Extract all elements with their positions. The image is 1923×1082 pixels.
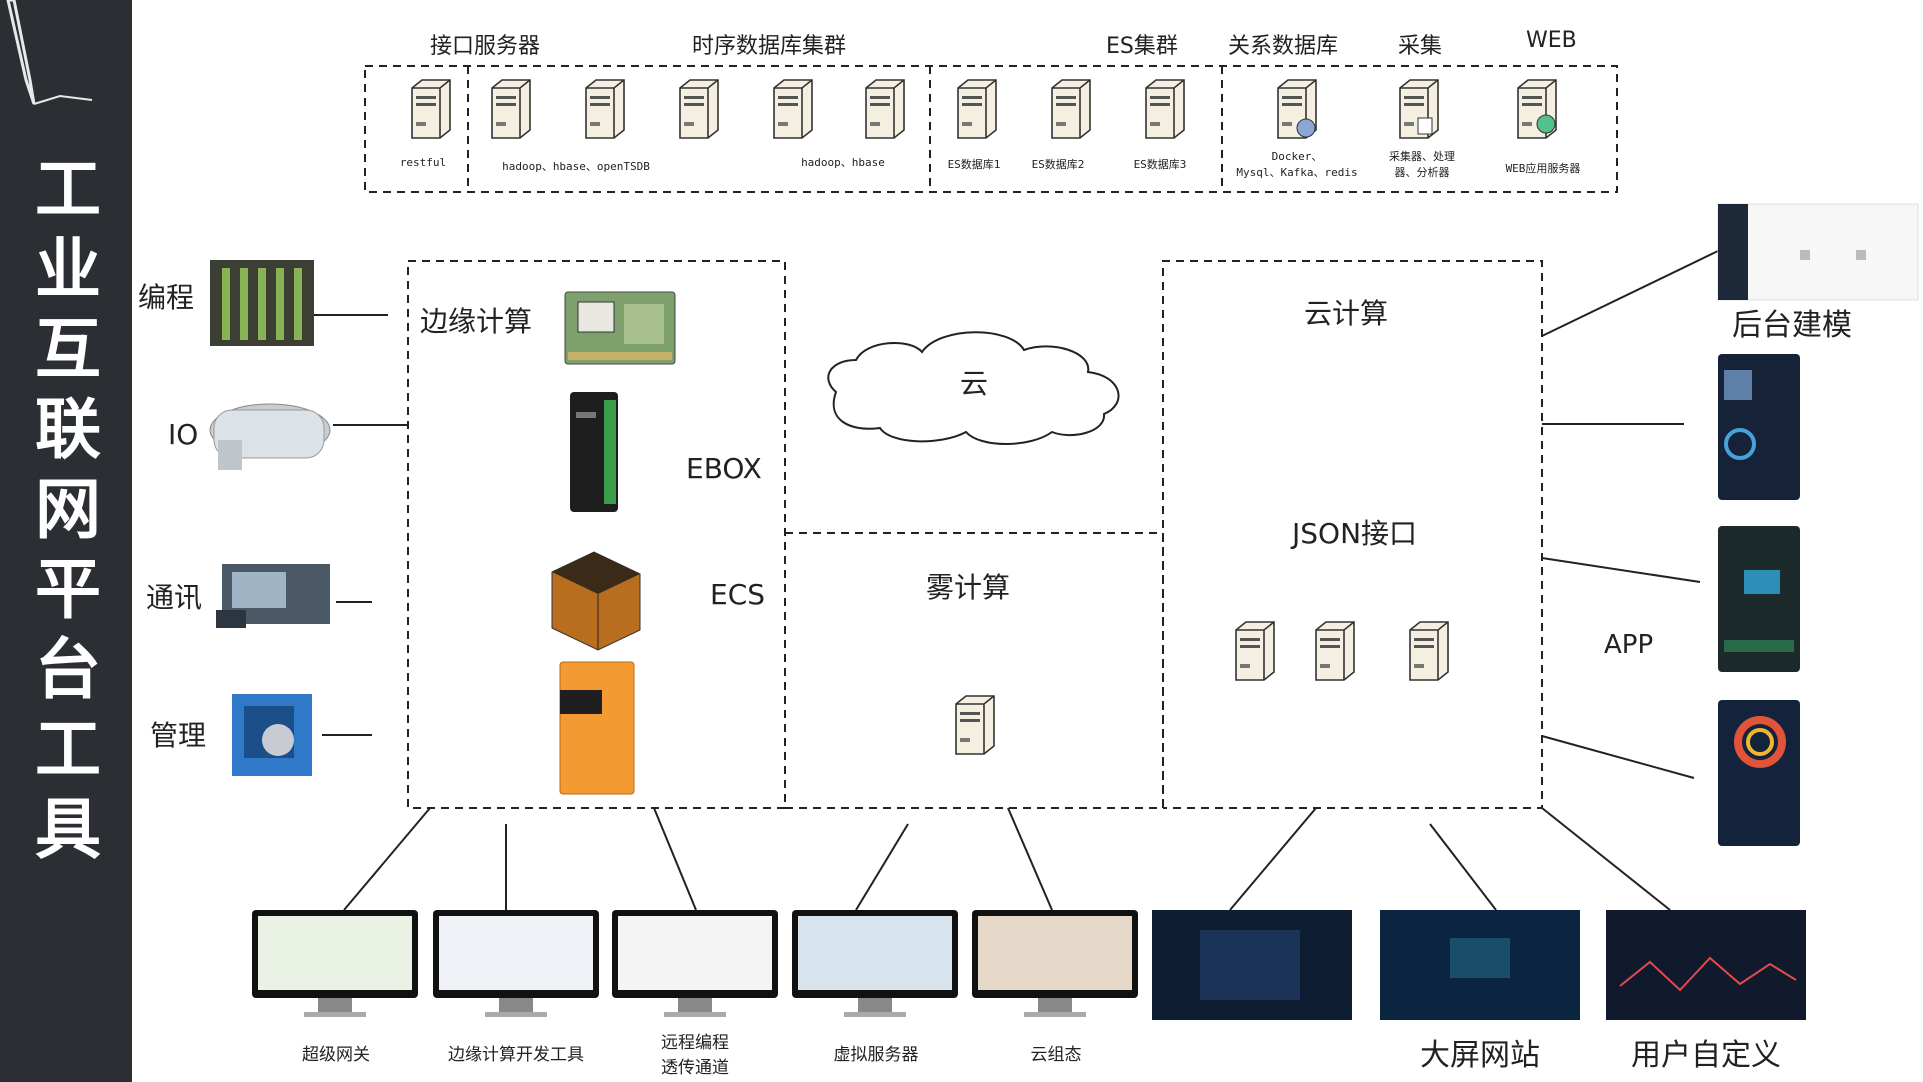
bottom-connectors	[343, 807, 1671, 911]
cnc-machine-icon	[216, 564, 330, 628]
server-icon	[773, 79, 813, 139]
title-char: 联	[35, 391, 101, 468]
app-phone-1	[1718, 354, 1800, 500]
server-label-collector: 采集器、处理 器、分析器	[1389, 150, 1455, 179]
top-server-box	[364, 65, 1618, 193]
right-connectors	[1541, 249, 1721, 779]
server-label-restful: restful	[399, 156, 447, 169]
ebox-label: EBOX	[686, 452, 762, 485]
server-icon	[955, 695, 995, 755]
title-char: 网	[35, 471, 101, 548]
server-icon	[411, 79, 451, 139]
group-label-interface: 接口服务器	[430, 34, 541, 59]
title-char: 工	[35, 151, 101, 228]
ecs-device-icon	[551, 551, 641, 651]
server-label-web: WEB应用服务器	[1505, 162, 1581, 175]
bottom-label-devtool: 边缘计算开发工具	[448, 1045, 584, 1065]
server-label-es2: ES数据库2	[1031, 158, 1085, 171]
monitor-devtool	[433, 910, 599, 1017]
left-label-io: IO	[168, 418, 199, 451]
server-label-es1: ES数据库1	[947, 158, 1001, 171]
title-char: 平	[35, 551, 101, 628]
server-icon	[1315, 621, 1355, 681]
title-char: 业	[35, 231, 101, 308]
server-label-hadoop1: hadoop、hbase、openTSDB	[502, 160, 650, 173]
group-label-web: WEB	[1526, 28, 1577, 53]
modeling-screenshot	[1717, 203, 1919, 301]
app-phone-3	[1718, 700, 1800, 846]
monitor-gateway	[252, 910, 418, 1017]
server-icon	[957, 79, 997, 139]
json-interface-label: JSON接口	[1292, 517, 1418, 550]
plc-rack-icon	[210, 260, 314, 346]
cloud-computing-title: 云计算	[1304, 297, 1389, 330]
cabinet-device-icon	[559, 661, 635, 795]
bigscreen-custom	[1606, 910, 1806, 1020]
left-label-programming: 编程	[138, 281, 195, 314]
cloud-shape-label: 云	[960, 367, 989, 400]
title-char: 互	[35, 311, 101, 388]
monitor-virtual	[792, 910, 958, 1017]
server-icon	[1051, 79, 1091, 139]
chiller-icon	[209, 403, 331, 470]
server-icon	[1235, 621, 1275, 681]
sidebar-title: 工 业 互 联 网 平 台 工 具	[28, 150, 108, 870]
server-icon	[1409, 621, 1449, 681]
group-label-es: ES集群	[1106, 34, 1178, 59]
monitor-scada	[972, 910, 1138, 1017]
left-label-comm: 通讯	[146, 581, 203, 614]
app-label: APP	[1604, 630, 1654, 660]
server-label-hadoop2: hadoop、hbase	[801, 156, 885, 169]
monitor-remote	[612, 910, 778, 1017]
server-label-docker: Docker、 Mysql、Kafka、redis	[1236, 150, 1358, 179]
edge-computing-title: 边缘计算	[420, 305, 533, 338]
bigscreen-dashboard	[1380, 910, 1580, 1020]
server-icon	[1399, 79, 1439, 139]
bottom-label-scada: 云组态	[1030, 1045, 1082, 1065]
title-char: 工	[35, 711, 101, 788]
ebox-device-icon	[570, 392, 618, 512]
server-icon	[1277, 79, 1317, 139]
server-icon	[679, 79, 719, 139]
server-icon	[865, 79, 905, 139]
left-label-management: 管理	[150, 719, 207, 752]
module-card-icon	[564, 291, 676, 365]
group-label-tsdb: 时序数据库集群	[692, 34, 847, 59]
title-char: 具	[35, 791, 101, 868]
bottom-label-virtual: 虚拟服务器	[833, 1045, 919, 1065]
app-phone-2	[1718, 526, 1800, 672]
bottom-label-custom: 用户自定义	[1631, 1038, 1781, 1073]
left-connectors	[314, 314, 408, 736]
server-icon	[585, 79, 625, 139]
group-label-collect: 采集	[1398, 34, 1443, 59]
server-icon	[1145, 79, 1185, 139]
bottom-label-bigscreen: 大屏网站	[1420, 1038, 1540, 1073]
server-icon	[491, 79, 531, 139]
cloud-shape	[827, 331, 1120, 445]
middle-dashed-frame	[407, 260, 1543, 809]
title-char: 台	[35, 631, 101, 708]
pencil-icon	[6, 0, 93, 105]
group-label-rdb: 关系数据库	[1228, 34, 1339, 59]
server-icon	[1517, 79, 1557, 139]
modeling-label: 后台建模	[1732, 308, 1852, 343]
bigscreen-map	[1152, 910, 1352, 1020]
compressor-icon	[232, 694, 312, 776]
sidebar: 工 业 互 联 网 平 台 工 具	[0, 0, 132, 1082]
fog-computing-title: 雾计算	[926, 571, 1011, 604]
server-label-es3: ES数据库3	[1133, 158, 1187, 171]
ecs-label: ECS	[710, 578, 766, 611]
bottom-label-remote: 远程编程 透传通道	[661, 1033, 729, 1078]
bottom-label-gateway: 超级网关	[302, 1045, 370, 1065]
